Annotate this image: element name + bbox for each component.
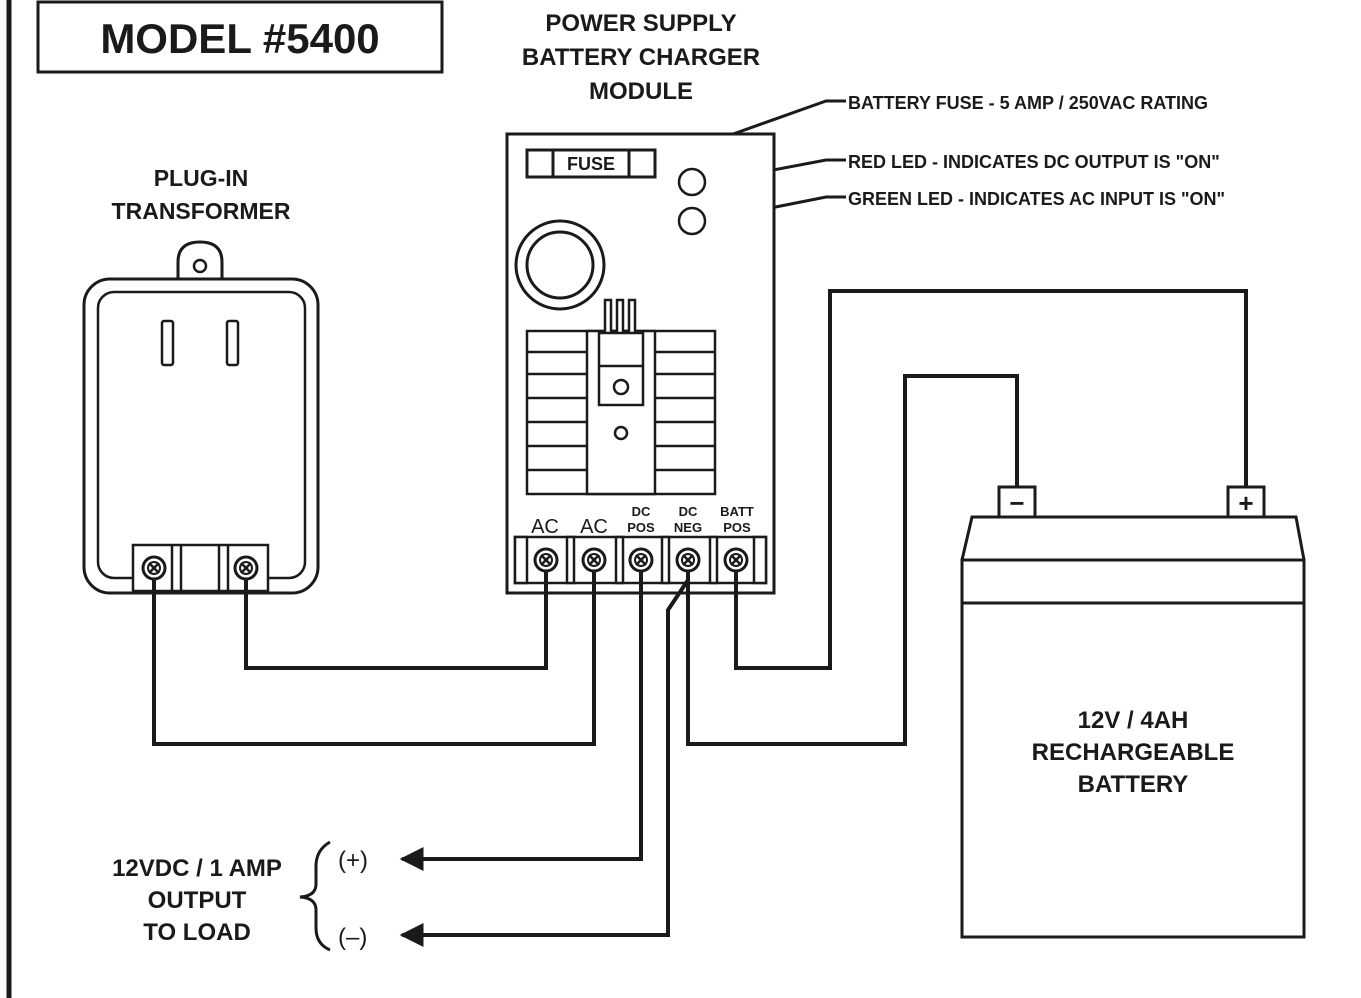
transformer-screw-right bbox=[233, 555, 259, 581]
battery-label-line-3: BATTERY bbox=[1078, 771, 1189, 798]
terminal-dc-neg-screw bbox=[675, 547, 701, 573]
terminal-dc-neg-label-1: DC bbox=[679, 504, 698, 519]
terminal-ac-2-screw bbox=[581, 547, 607, 573]
wire-transformer-right-to-ac1 bbox=[244, 572, 548, 670]
transformer-title: PLUG-IN TRANSFORMER bbox=[112, 165, 291, 224]
wire-dc-neg-to-battery bbox=[686, 374, 1019, 746]
battery bbox=[960, 485, 1306, 939]
battery-negative-terminal bbox=[997, 485, 1037, 519]
wire-batt-pos bbox=[734, 289, 1248, 670]
module-board: FUSE bbox=[505, 132, 776, 595]
terminal-ac-2-label: AC bbox=[580, 516, 608, 538]
output-label-line-2: OUTPUT bbox=[148, 887, 247, 914]
battery-label-line-2: RECHARGEABLE bbox=[1032, 739, 1235, 766]
wire-dc-neg-output bbox=[399, 578, 690, 947]
green-led-callout-text: GREEN LED - INDICATES AC INPUT IS "ON" bbox=[848, 189, 1225, 209]
callouts: BATTERY FUSE - 5 AMP / 250VAC RATING RED… bbox=[848, 93, 1225, 209]
fuse-callout-text: BATTERY FUSE - 5 AMP / 250VAC RATING bbox=[848, 93, 1208, 113]
red-led-callout-text: RED LED - INDICATES DC OUTPUT IS "ON" bbox=[848, 152, 1220, 172]
battery-negative-symbol: − bbox=[1009, 488, 1024, 518]
battery-positive-terminal bbox=[1226, 485, 1266, 519]
wire-transformer-left-to-ac2 bbox=[152, 572, 596, 746]
fuse-holder: FUSE bbox=[525, 148, 657, 179]
module-title: POWER SUPPLY BATTERY CHARGER MODULE bbox=[522, 10, 760, 105]
output-plus-label: (+) bbox=[338, 847, 368, 874]
model-title-box: MODEL #5400 bbox=[36, 0, 444, 74]
fuse-label: FUSE bbox=[567, 154, 615, 174]
terminal-ac-1-screw bbox=[533, 547, 559, 573]
green-led bbox=[677, 206, 707, 236]
output-label-line-3: TO LOAD bbox=[143, 919, 251, 946]
terminal-batt-pos-label-1: BATT bbox=[720, 504, 754, 519]
module-title-line-1: POWER SUPPLY bbox=[545, 10, 736, 37]
terminal-labels: AC AC DC POS DC NEG BATT POS bbox=[531, 504, 754, 538]
terminal-batt-pos-screw bbox=[723, 547, 749, 573]
output-label: 12VDC / 1 AMP OUTPUT TO LOAD bbox=[112, 855, 282, 946]
output-brace bbox=[299, 840, 331, 952]
plug-in-transformer bbox=[82, 240, 320, 595]
module-title-line-2: BATTERY CHARGER bbox=[522, 44, 760, 71]
terminal-dc-pos-label-1: DC bbox=[632, 504, 651, 519]
battery-label: 12V / 4AH RECHARGEABLE BATTERY bbox=[1032, 707, 1235, 798]
output-minus-label: (–) bbox=[338, 924, 367, 951]
terminal-dc-pos-label-2: POS bbox=[627, 520, 655, 535]
model-title: MODEL #5400 bbox=[100, 15, 379, 62]
terminal-batt-pos-label-2: POS bbox=[723, 520, 751, 535]
capacitor bbox=[514, 219, 606, 311]
output-label-line-1: 12VDC / 1 AMP bbox=[112, 855, 282, 882]
terminal-ac-1-label: AC bbox=[531, 516, 559, 538]
transformer-title-line-1: PLUG-IN bbox=[154, 165, 249, 191]
terminal-dc-pos-screw bbox=[628, 547, 654, 573]
battery-positive-symbol: + bbox=[1238, 488, 1253, 518]
terminal-dc-neg-label-2: NEG bbox=[674, 520, 702, 535]
battery-label-line-1: 12V / 4AH bbox=[1078, 707, 1189, 734]
transformer-title-line-2: TRANSFORMER bbox=[112, 198, 291, 224]
wire-dc-pos-output bbox=[399, 572, 643, 871]
transformer-screw-left bbox=[141, 555, 167, 581]
red-led bbox=[677, 167, 707, 197]
voltage-regulator bbox=[597, 298, 645, 441]
module-title-line-3: MODULE bbox=[589, 78, 693, 105]
wires bbox=[152, 289, 1248, 947]
